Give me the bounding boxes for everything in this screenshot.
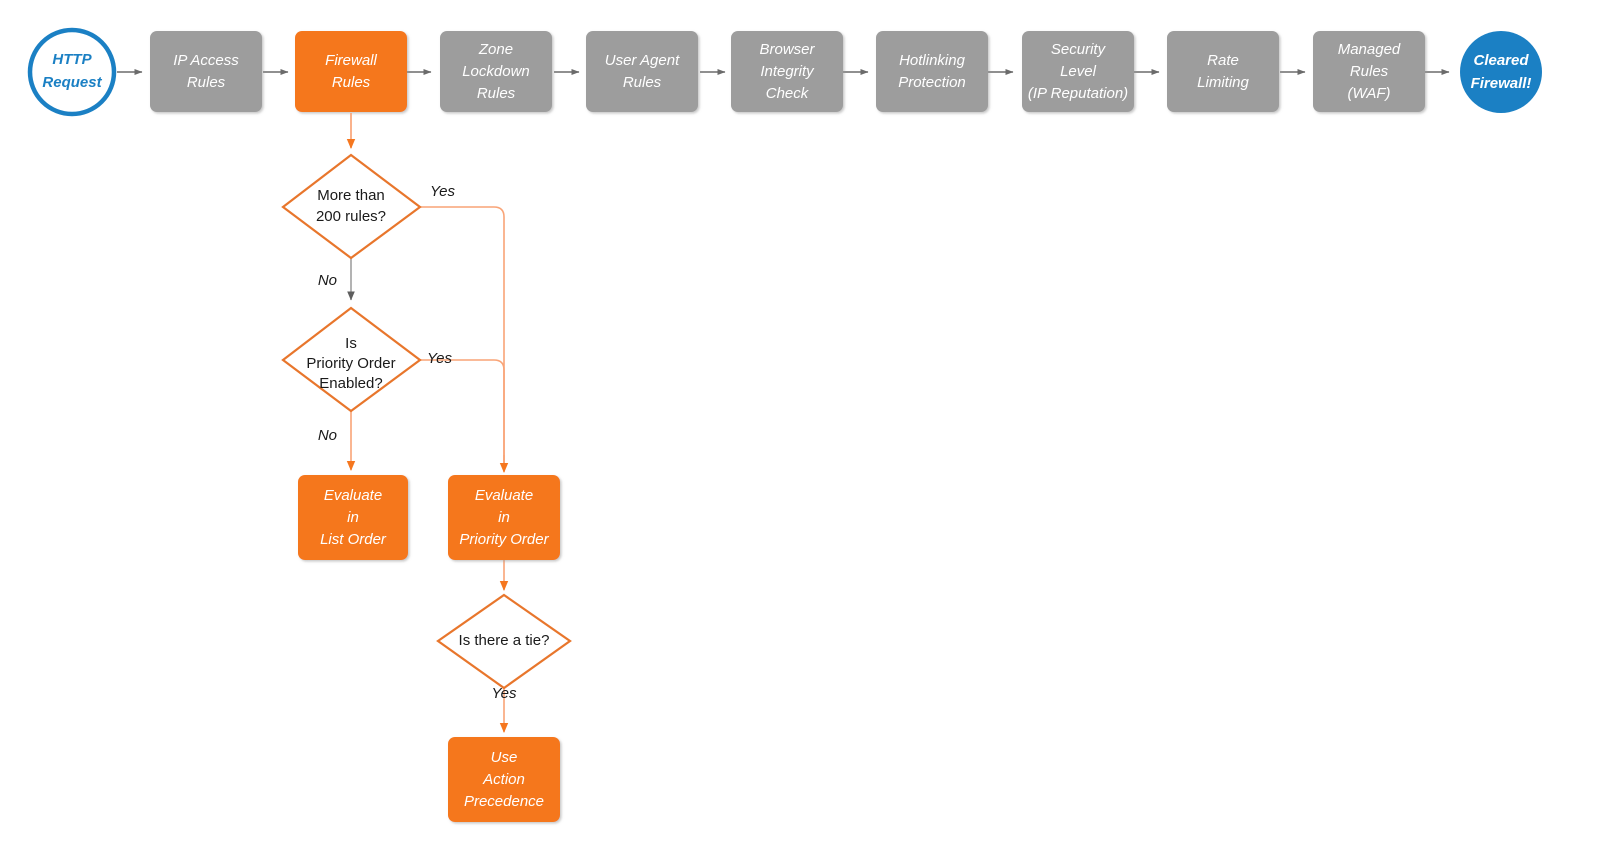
evaluate-in-list-order-label-line-2: in: [347, 509, 359, 526]
edge-more-than-200-yes: [420, 206, 505, 470]
edge-label-more-than-200-no: No: [318, 272, 337, 289]
node-evaluate-in-priority-order[interactable]: Evaluate in Priority Order: [448, 475, 560, 560]
evaluate-in-list-order-label-line-1: Evaluate: [324, 487, 382, 504]
user-agent-rules-box: [586, 31, 698, 112]
evaluate-in-priority-order-label-line-3: Priority Order: [459, 531, 549, 548]
edge-label-priority-order-yes: Yes: [427, 350, 453, 367]
evaluate-in-list-order-box: [298, 475, 408, 560]
edge-priority-order-yes: [420, 359, 505, 470]
node-zone-lockdown-rules[interactable]: Zone Lockdown Rules: [440, 31, 552, 112]
edge-label-priority-order-no: No: [318, 427, 337, 444]
browser-integrity-check-label-line-3: Check: [766, 85, 810, 102]
hotlinking-protection-label-line-1: Hotlinking: [899, 52, 966, 69]
hotlinking-protection-label-line-2: Protection: [898, 74, 966, 91]
is-priority-order-enabled-text-line-2: Priority Order: [306, 355, 395, 372]
security-level-box: [1022, 31, 1134, 112]
user-agent-rules-label-line-1: User Agent: [605, 52, 680, 69]
node-managed-rules-waf[interactable]: Managed Rules (WAF): [1313, 31, 1425, 112]
ip-access-rules-label-line-1: IP Access: [173, 52, 239, 69]
node-firewall-rules[interactable]: Firewall Rules: [295, 31, 407, 112]
cleared-firewall-circle: [1460, 31, 1542, 113]
hotlinking-protection-box: [876, 31, 988, 112]
browser-integrity-check-label-line-2: Integrity: [760, 63, 815, 80]
http-request-label-line-2: Request: [42, 74, 102, 91]
cleared-firewall-label-line-2: Firewall!: [1471, 75, 1532, 92]
more-than-200-rules-diamond: [281, 153, 422, 260]
is-there-a-tie-diamond: [436, 593, 572, 690]
managed-rules-waf-label-line-2: Rules: [1350, 63, 1389, 80]
security-level-label-line-2: Level: [1060, 63, 1097, 80]
rate-limiting-box: [1167, 31, 1279, 112]
user-agent-rules-label-line-2: Rules: [623, 74, 662, 91]
evaluate-in-list-order-label-line-3: List Order: [320, 531, 387, 548]
http-request-label-line-1: HTTP: [52, 51, 92, 68]
ip-access-rules-label-line-2: Rules: [187, 74, 226, 91]
use-action-precedence-box: [448, 737, 560, 822]
use-action-precedence-label-line-2: Action: [482, 771, 525, 788]
http-request-circle: [27, 27, 117, 117]
zone-lockdown-rules-label-line-1: Zone: [478, 41, 513, 58]
managed-rules-waf-label-line-3: (WAF): [1347, 85, 1390, 102]
rate-limiting-label-line-2: Limiting: [1197, 74, 1249, 91]
security-level-label-line-3: (IP Reputation): [1028, 85, 1128, 102]
firewall-rules-label-line-2: Rules: [332, 74, 371, 91]
is-priority-order-enabled-diamond: [281, 306, 422, 413]
node-hotlinking-protection[interactable]: Hotlinking Protection: [876, 31, 988, 112]
browser-integrity-check-label-line-1: Browser: [759, 41, 815, 58]
more-than-200-rules-text-line-2: 200 rules?: [316, 208, 386, 225]
ip-access-rules-box: [150, 31, 262, 112]
use-action-precedence-label-line-1: Use: [491, 749, 518, 766]
evaluate-in-priority-order-box: [448, 475, 560, 560]
zone-lockdown-rules-label-line-3: Rules: [477, 85, 516, 102]
node-evaluate-in-list-order[interactable]: Evaluate in List Order: [298, 475, 408, 560]
cleared-firewall-label-line-1: Cleared: [1473, 52, 1529, 69]
evaluate-in-priority-order-label-line-1: Evaluate: [475, 487, 533, 504]
firewall-rules-label-line-1: Firewall: [325, 52, 377, 69]
decision-is-there-a-tie[interactable]: Is there a tie?: [436, 593, 572, 690]
edge-label-tie-yes: Yes: [491, 685, 517, 702]
zone-lockdown-rules-label-line-2: Lockdown: [462, 63, 530, 80]
browser-integrity-check-box: [731, 31, 843, 112]
node-user-agent-rules[interactable]: User Agent Rules: [586, 31, 698, 112]
zone-lockdown-rules-box: [440, 31, 552, 112]
managed-rules-waf-box: [1313, 31, 1425, 112]
is-priority-order-enabled-text-line-1: Is: [345, 335, 357, 352]
rate-limiting-label-line-1: Rate: [1207, 52, 1239, 69]
node-ip-access-rules[interactable]: IP Access Rules: [150, 31, 262, 112]
edge-label-more-than-200-yes: Yes: [430, 183, 456, 200]
more-than-200-rules-text-line-1: More than: [317, 187, 385, 204]
security-level-label-line-1: Security: [1051, 41, 1107, 58]
use-action-precedence-label-line-3: Precedence: [464, 793, 544, 810]
evaluate-in-priority-order-label-line-2: in: [498, 509, 510, 526]
node-http-request[interactable]: HTTP Request: [27, 27, 117, 117]
node-browser-integrity-check[interactable]: Browser Integrity Check: [731, 31, 843, 112]
node-cleared-firewall[interactable]: Cleared Firewall!: [1460, 31, 1542, 113]
node-use-action-precedence[interactable]: Use Action Precedence: [448, 737, 560, 822]
decision-more-than-200-rules[interactable]: More than 200 rules?: [281, 153, 422, 260]
is-priority-order-enabled-text-line-3: Enabled?: [319, 375, 382, 392]
is-there-a-tie-text-line-1: Is there a tie?: [459, 632, 550, 649]
decision-is-priority-order-enabled[interactable]: Is Priority Order Enabled?: [281, 306, 422, 413]
node-rate-limiting[interactable]: Rate Limiting: [1167, 31, 1279, 112]
managed-rules-waf-label-line-1: Managed: [1338, 41, 1401, 58]
node-security-level[interactable]: Security Level (IP Reputation): [1022, 31, 1134, 112]
firewall-rules-box: [295, 31, 407, 112]
